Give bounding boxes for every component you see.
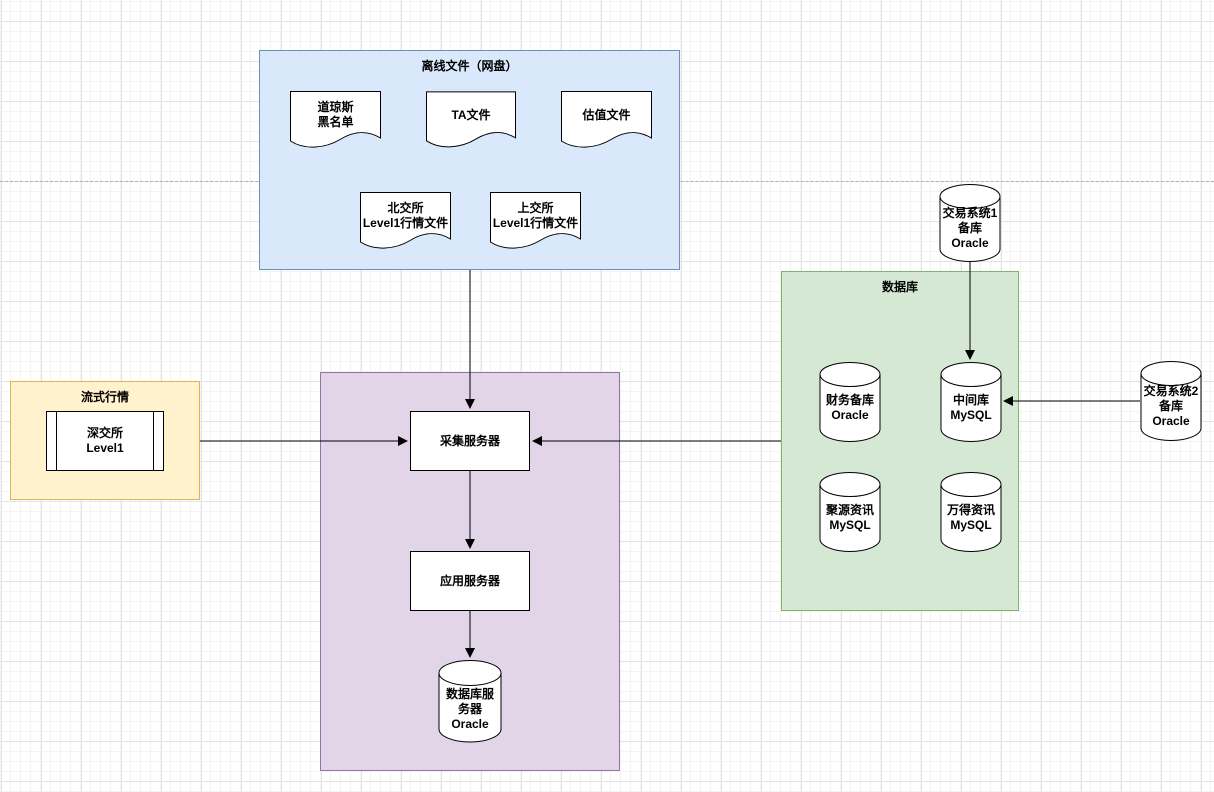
node-label: 万得资讯 MySQL bbox=[946, 503, 995, 532]
database-cylinder-icon bbox=[940, 472, 1002, 552]
document-icon bbox=[561, 91, 652, 148]
node-label: 中间库 MySQL bbox=[950, 393, 992, 422]
document-icon bbox=[360, 192, 451, 249]
node-label: 交易系统2 备库 Oracle bbox=[1143, 384, 1199, 428]
node-dow-blacklist[interactable]: 道琼斯 黑名单 bbox=[290, 91, 381, 155]
node-label: 应用服务器 bbox=[439, 573, 500, 588]
database-cylinder-icon bbox=[819, 362, 881, 442]
node-label: TA文件 bbox=[451, 107, 491, 122]
node-label: 采集服务器 bbox=[439, 433, 500, 448]
document-icon bbox=[426, 91, 516, 148]
database-cylinder-icon bbox=[939, 184, 1001, 262]
node-trade-sys1-backup[interactable]: 交易系统1 备库 Oracle bbox=[939, 184, 1001, 262]
container-title: 数据库 bbox=[881, 280, 918, 294]
node-label: 聚源资讯 MySQL bbox=[825, 503, 874, 532]
container-offline-files[interactable]: 离线文件（网盘） bbox=[259, 50, 680, 270]
node-szse-level1[interactable]: 深交所 Level1 bbox=[46, 411, 164, 471]
node-valuation-file[interactable]: 估值文件 bbox=[561, 91, 652, 155]
node-label: 道琼斯 黑名单 bbox=[317, 100, 354, 129]
node-trade-sys2-backup[interactable]: 交易系统2 备库 Oracle bbox=[1140, 361, 1202, 441]
node-wind-db[interactable]: 万得资讯 MySQL bbox=[940, 472, 1002, 552]
database-cylinder-icon bbox=[1140, 361, 1202, 441]
node-app-server[interactable]: 应用服务器 bbox=[410, 551, 530, 611]
node-label: 数据库服 务器 Oracle bbox=[445, 687, 494, 731]
database-cylinder-icon bbox=[940, 362, 1002, 442]
node-db-server[interactable]: 数据库服 务器 Oracle bbox=[438, 660, 502, 743]
node-collection-server[interactable]: 采集服务器 bbox=[410, 411, 530, 471]
node-label: 北交所 Level1行情文件 bbox=[362, 201, 449, 230]
node-ta-file[interactable]: TA文件 bbox=[426, 91, 516, 155]
node-sse-level1-file[interactable]: 上交所 Level1行情文件 bbox=[490, 192, 581, 256]
database-cylinder-icon bbox=[819, 472, 881, 552]
node-label: 上交所 Level1行情文件 bbox=[492, 201, 579, 230]
document-icon bbox=[490, 192, 581, 249]
container-title: 离线文件（网盘） bbox=[421, 59, 518, 73]
node-label: 估值文件 bbox=[582, 107, 631, 122]
node-label: 财务备库 Oracle bbox=[825, 393, 874, 422]
database-cylinder-icon bbox=[438, 660, 502, 743]
node-label: 交易系统1 备库 Oracle bbox=[942, 206, 998, 250]
node-middle-db[interactable]: 中间库 MySQL bbox=[940, 362, 1002, 442]
node-label: Level1 bbox=[86, 441, 124, 455]
node-bse-level1-file[interactable]: 北交所 Level1行情文件 bbox=[360, 192, 451, 256]
node-finance-backup-db[interactable]: 财务备库 Oracle bbox=[819, 362, 881, 442]
node-juyuan-db[interactable]: 聚源资讯 MySQL bbox=[819, 472, 881, 552]
container-title: 流式行情 bbox=[80, 390, 129, 404]
node-label: 深交所 bbox=[86, 426, 123, 440]
document-icon bbox=[290, 91, 381, 148]
